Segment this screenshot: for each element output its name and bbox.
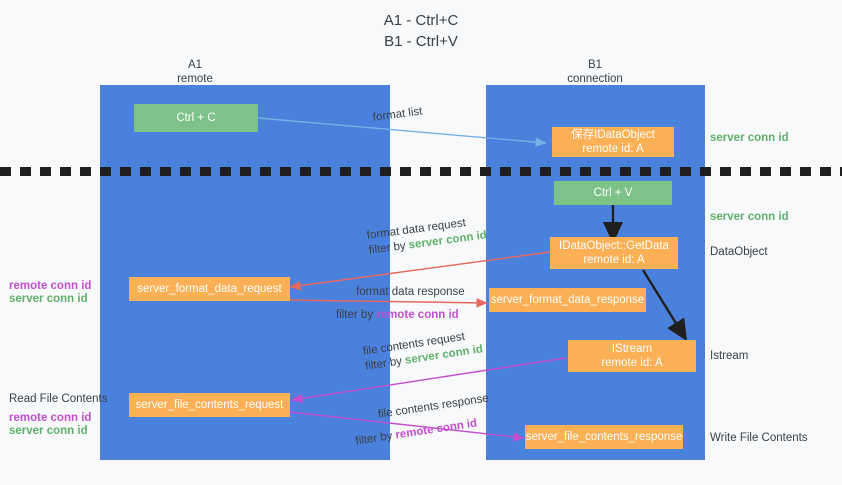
filter-key-remote-conn-id: remote conn id <box>394 417 478 442</box>
box-server-file-contents-response-label: server_file_contents_response <box>525 431 683 443</box>
box-server-format-data-request-label: server_format_data_request <box>137 283 282 295</box>
label-server-conn-id-top: server conn id <box>710 132 789 144</box>
label-remote-conn-id-2: remote conn id <box>9 412 92 424</box>
box-server-file-contents-response[interactable]: server_file_contents_response <box>525 425 683 449</box>
lane-header-b1: B1 connection <box>545 58 645 86</box>
title-line-2: B1 - Ctrl+V <box>384 33 458 50</box>
box-istream-line2: remote id: A <box>601 357 663 369</box>
lane-header-a1: A1 remote <box>145 58 245 86</box>
box-ctrl-v[interactable]: Ctrl + V <box>554 181 672 205</box>
edge-label-format-data-response-title: format data response <box>356 286 465 298</box>
label-istream: Istream <box>710 350 749 362</box>
edge-label-file-contents-response: file contents response filter by remote … <box>355 391 493 447</box>
edge-label-format-data-response-filter: filter by remote conn id <box>336 308 465 323</box>
edge-label-format-data-response: format data response filter by remote co… <box>336 285 465 323</box>
filter-prefix: filter by <box>368 239 410 257</box>
diagram-title: A1 - Ctrl+C B1 - Ctrl+V <box>0 10 842 52</box>
box-getdata-line2: remote id: A <box>583 254 645 266</box>
box-idataobject-getdata[interactable]: IDataObject::GetData remote id: A <box>550 237 678 269</box>
box-save-idataobject-line2: remote id: A <box>582 143 644 155</box>
box-save-idataobject-line1: 保存IDataObject <box>571 129 655 141</box>
lane-b1-name: B1 <box>587 59 603 71</box>
box-server-format-data-request[interactable]: server_format_data_request <box>129 277 290 301</box>
box-getdata-line1: IDataObject::GetData <box>559 240 669 252</box>
label-server-conn-id-2: server conn id <box>9 425 88 437</box>
box-ctrl-v-label: Ctrl + V <box>593 187 633 199</box>
lane-a1-sub: remote <box>177 73 213 85</box>
label-server-conn-id-1: server conn id <box>9 293 88 305</box>
box-ctrl-c[interactable]: Ctrl + C <box>134 104 258 132</box>
box-save-idataobject[interactable]: 保存IDataObject remote id: A <box>552 127 674 157</box>
label-write-file-contents: Write File Contents <box>710 432 808 444</box>
label-dataobject: DataObject <box>710 246 768 258</box>
label-remote-conn-id-1: remote conn id <box>9 280 92 292</box>
lane-a1-name: A1 <box>187 59 203 71</box>
box-istream-line1: IStream <box>611 343 653 355</box>
lane-b1-sub: connection <box>567 73 623 85</box>
title-line-1: A1 - Ctrl+C <box>383 12 459 29</box>
box-server-file-contents-request[interactable]: server_file_contents_request <box>129 393 290 417</box>
label-read-file-contents: Read File Contents <box>9 393 108 405</box>
box-istream[interactable]: IStream remote id: A <box>568 340 696 372</box>
phase-divider-dashed-line <box>0 167 842 176</box>
box-ctrl-c-label: Ctrl + C <box>176 112 216 124</box>
filter-prefix: filter by <box>336 309 377 321</box>
box-server-format-data-response[interactable]: server_format_data_response <box>489 288 646 312</box>
box-server-file-contents-request-label: server_file_contents_request <box>135 399 284 411</box>
filter-key-remote-conn-id: remote conn id <box>376 309 459 321</box>
label-server-conn-id-mid: server conn id <box>710 211 789 223</box>
box-server-format-data-response-label: server_format_data_response <box>490 294 645 306</box>
